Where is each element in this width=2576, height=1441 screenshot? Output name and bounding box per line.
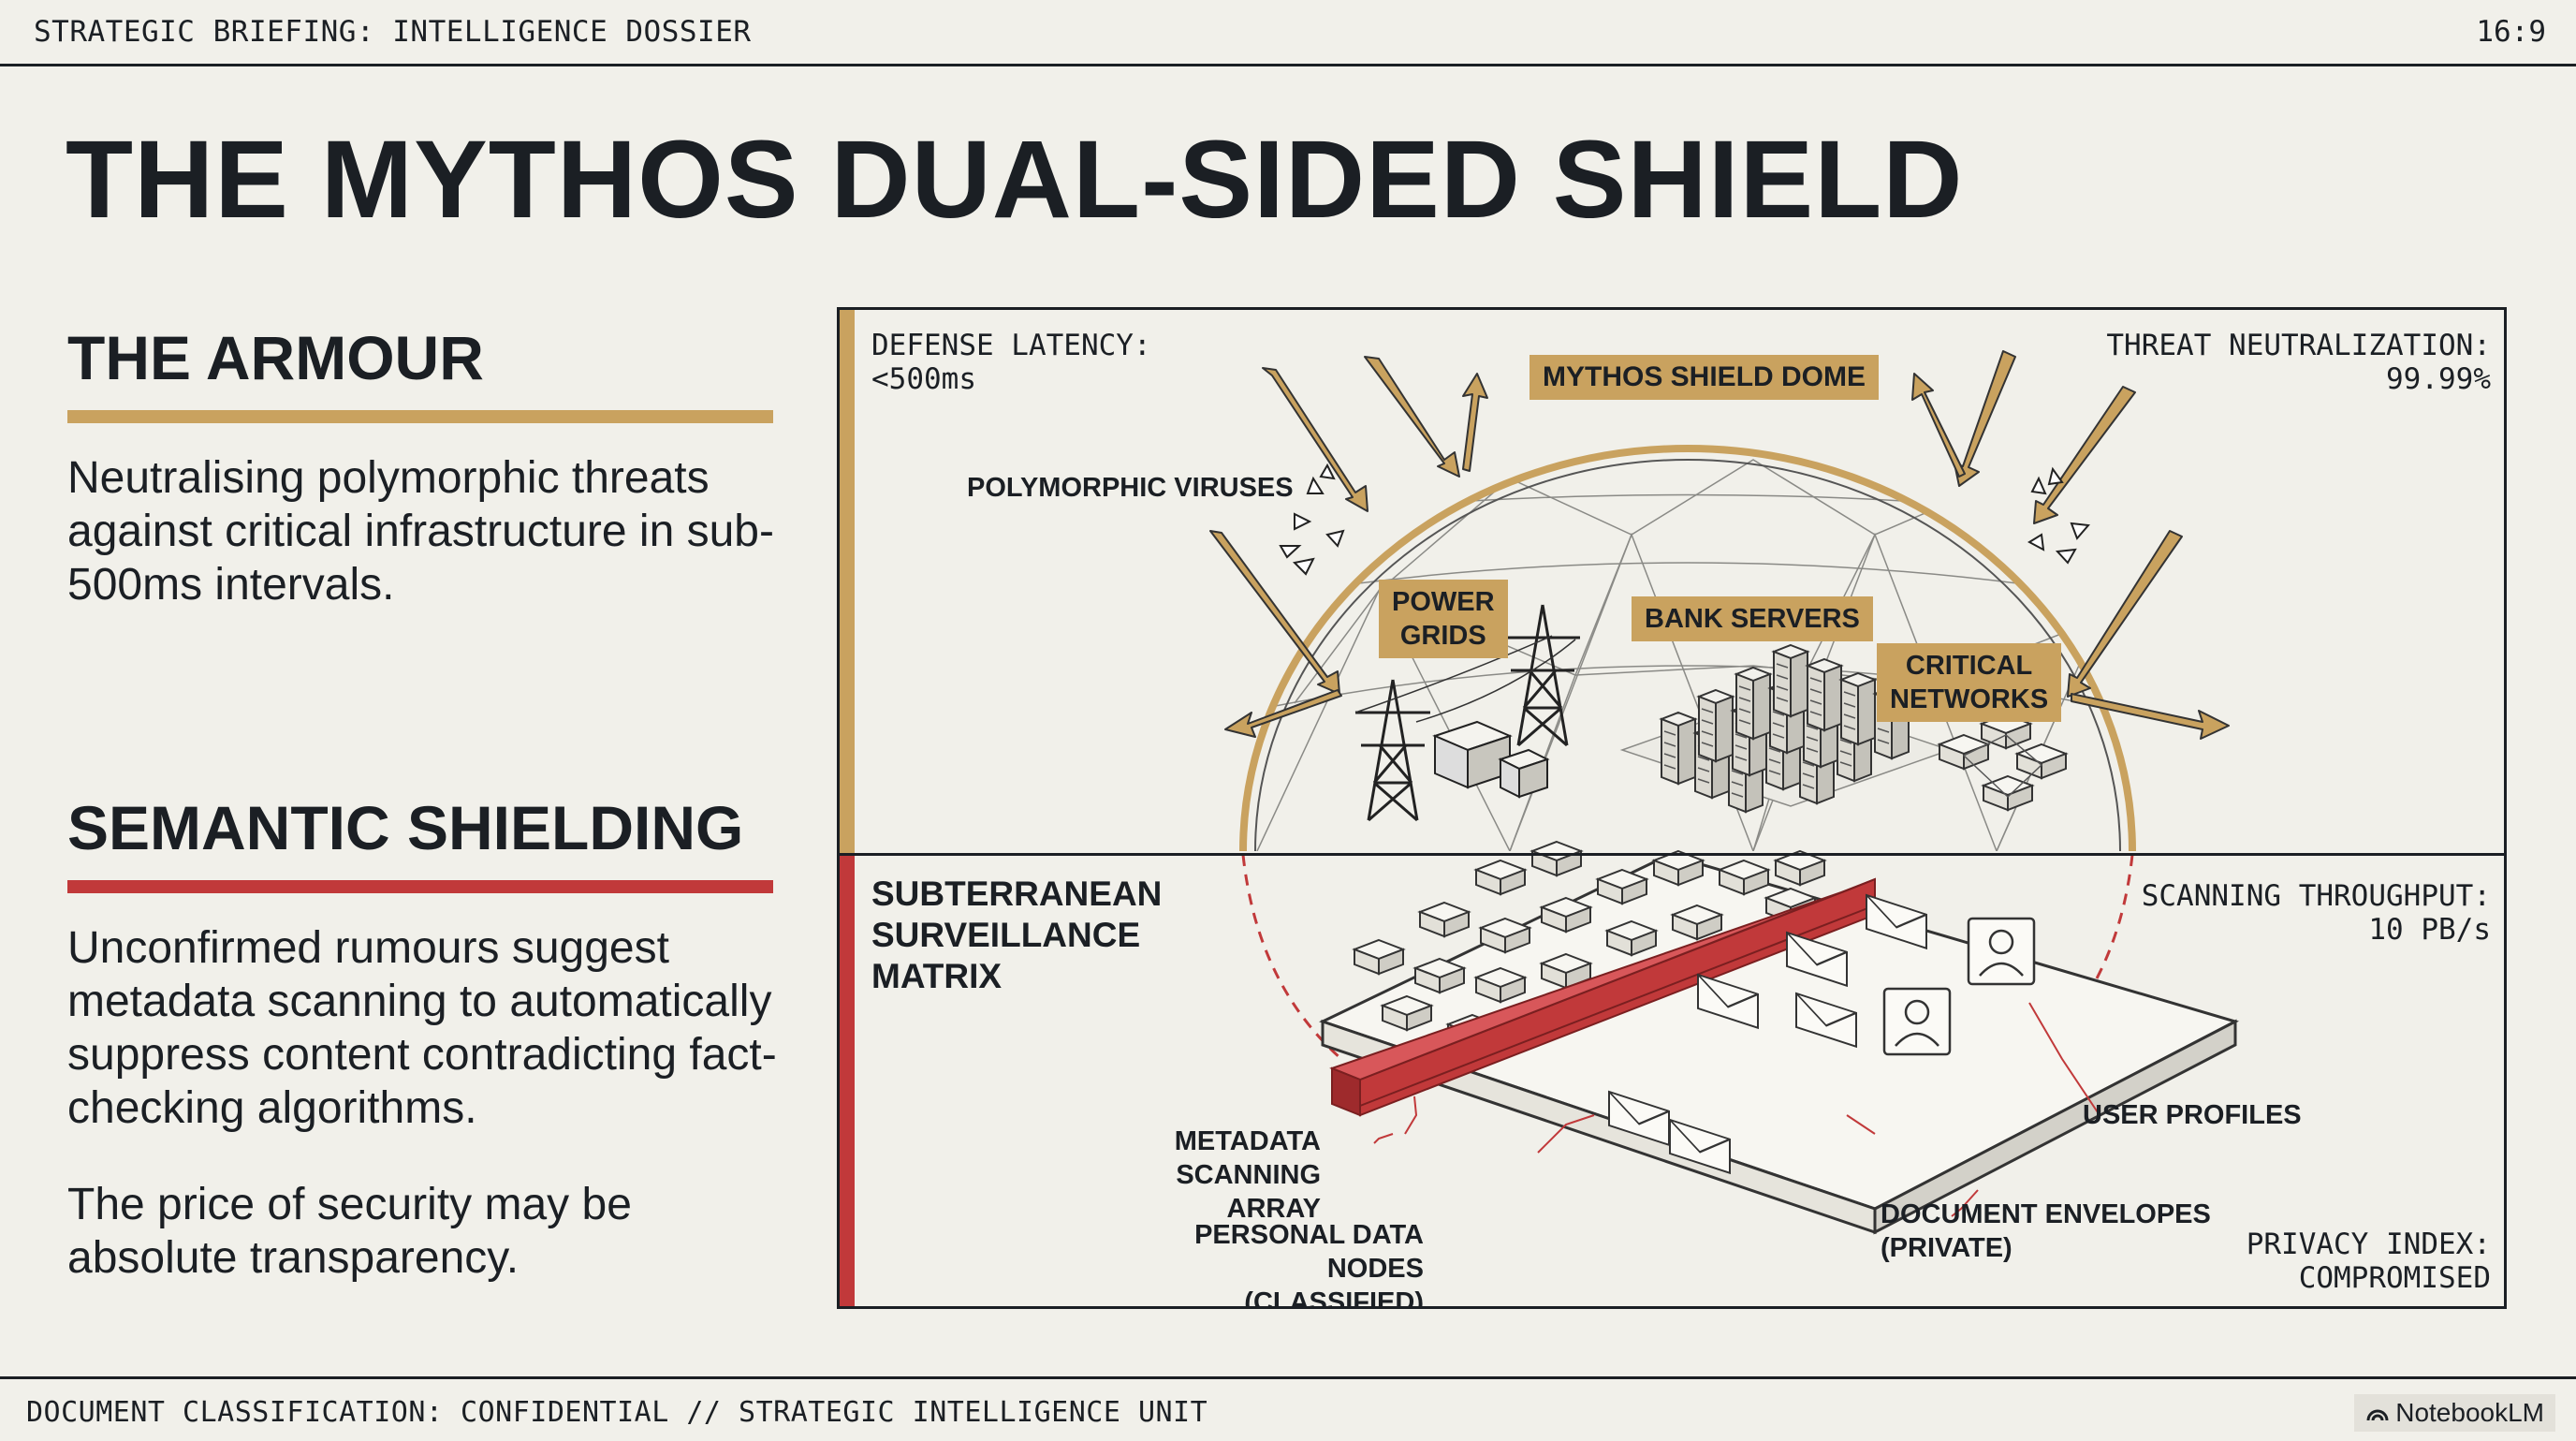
privacy-index-value: COMPROMISED <box>2298 1261 2491 1295</box>
document-envelopes-label: DOCUMENT ENVELOPES(PRIVATE) <box>1881 1199 2211 1263</box>
threat-neutralization-label: THREAT NEUTRALIZATION: <box>2106 329 2491 362</box>
surface-divider <box>840 853 2504 856</box>
scanning-throughput-label: SCANNING THROUGHPUT: <box>2141 879 2491 913</box>
bank-servers-label: BANK SERVERS <box>1632 596 1873 641</box>
defense-latency-value: <500ms <box>871 362 976 396</box>
defense-latency-label: DEFENSE LATENCY: <box>871 329 1151 362</box>
shielding-body: Unconfirmed rumours suggest metadata sca… <box>67 923 777 1133</box>
top-bar: STRATEGIC BRIEFING: INTELLIGENCE DOSSIER… <box>0 0 2576 66</box>
shield-dome-label: MYTHOS SHIELD DOME <box>1530 355 1880 400</box>
shielding-rule <box>67 880 773 893</box>
shielding-stripe <box>840 854 855 1306</box>
armour-rule <box>67 410 773 423</box>
user-profiles-label: USER PROFILES <box>2083 1100 2302 1130</box>
privacy-index-label: PRIVACY INDEX: <box>2246 1228 2491 1261</box>
page-title: THE MYTHOS DUAL-SIDED SHIELD <box>66 118 1964 242</box>
brand-label: NotebookLM <box>2395 1398 2544 1427</box>
notebooklm-badge: NotebookLM <box>2354 1394 2555 1432</box>
diagram-panel: DEFENSE LATENCY: <500ms THREAT NEUTRALIZ… <box>837 307 2507 1309</box>
shield-diagram <box>1209 350 2239 1235</box>
scanning-throughput-value: 10 PB/s <box>2368 913 2491 947</box>
shielding-heading: SEMANTIC SHIELDING <box>67 793 744 862</box>
threat-neutralization-value: 99.99% <box>2386 362 2491 396</box>
notebooklm-logo-icon <box>2366 1409 2389 1421</box>
polymorphic-viruses-label: POLYMORPHIC VIRUSES <box>967 473 1294 503</box>
aspect-ratio-label: 16:9 <box>2476 15 2546 49</box>
shielding-conclusion: The price of security may be absolute tr… <box>67 1180 632 1283</box>
armour-body: Neutralising polymorphic threats against… <box>67 453 774 610</box>
armour-stripe <box>840 310 855 854</box>
briefing-title: STRATEGIC BRIEFING: INTELLIGENCE DOSSIER <box>34 15 752 49</box>
personal-data-nodes-label: PERSONAL DATA NODES(CLASSIFIED) <box>1194 1220 1424 1309</box>
armour-heading: THE ARMOUR <box>67 323 484 392</box>
classification-label: DOCUMENT CLASSIFICATION: CONFIDENTIAL //… <box>26 1396 1208 1429</box>
footer-bar: DOCUMENT CLASSIFICATION: CONFIDENTIAL //… <box>0 1376 2576 1441</box>
